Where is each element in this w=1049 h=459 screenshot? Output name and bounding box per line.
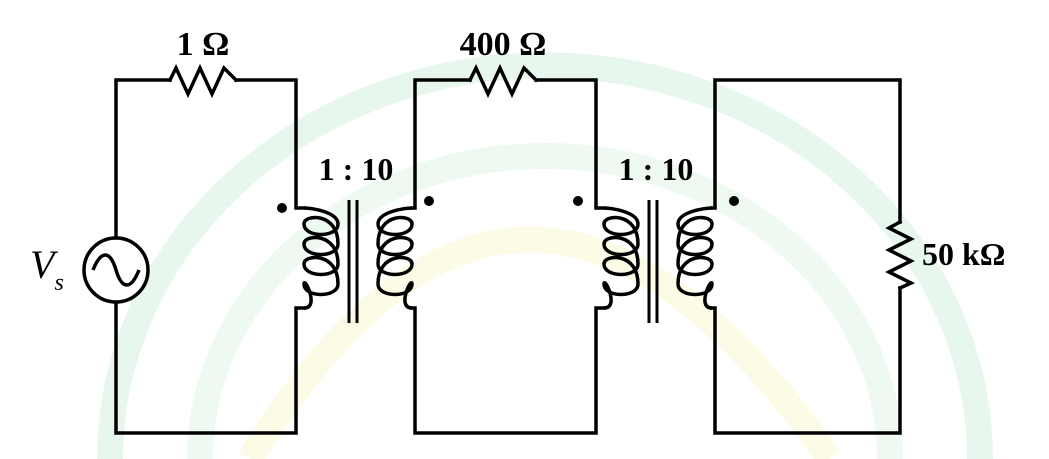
ac-voltage-source-icon (82, 236, 150, 304)
loop-3-wiring (710, 78, 902, 435)
transformer-1-secondary-coil (376, 206, 414, 310)
watermark (97, 52, 993, 459)
resistor-1-label: 1 Ω (177, 26, 230, 63)
transformer-2 (573, 196, 739, 323)
resistor-1 (167, 63, 239, 99)
resistor-2 (467, 63, 539, 99)
transformer-1-ratio: 1 : 10 (319, 151, 394, 187)
source-label-main: V (30, 242, 59, 287)
transformer-2-secondary-coil (676, 206, 714, 310)
transformer-1 (277, 196, 434, 323)
resistor-2-label: 400 Ω (460, 26, 547, 63)
source-label: Vs (30, 242, 64, 296)
loop-1-wiring (114, 78, 306, 435)
polarity-dot-icon (277, 203, 287, 213)
transformer-2-ratio: 1 : 10 (619, 151, 694, 187)
transformer-2-primary-coil (602, 206, 640, 310)
polarity-dot-icon (424, 196, 434, 206)
polarity-dot-icon (729, 196, 739, 206)
polarity-dot-icon (573, 196, 583, 206)
loop-2-wiring (410, 78, 606, 435)
resistor-3-label: 50 kΩ (922, 236, 1005, 272)
source-label-sub: s (54, 270, 63, 296)
resistor-3 (885, 219, 916, 291)
transformer-1-primary-coil (302, 206, 340, 310)
